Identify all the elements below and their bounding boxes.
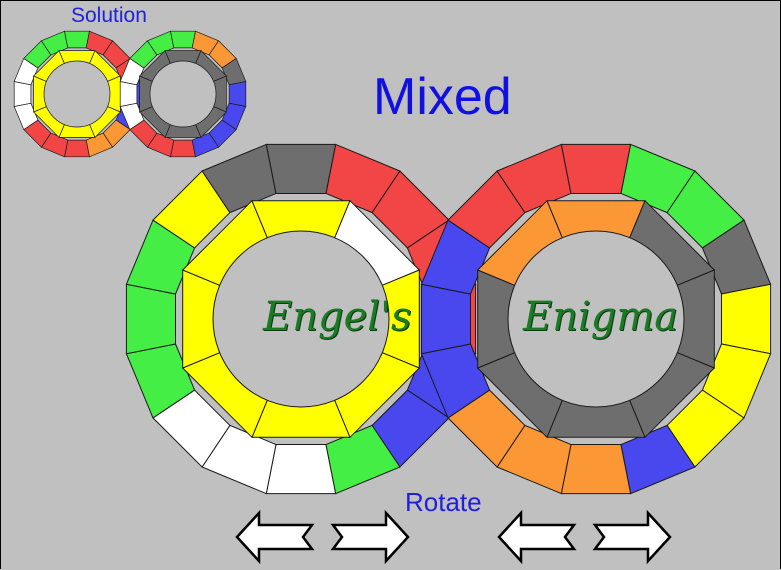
main-puzzle xyxy=(125,143,772,495)
solution-label: Solution xyxy=(71,4,147,27)
solution-left-outer-piece xyxy=(85,132,114,158)
solution-left-outer-piece xyxy=(64,139,90,158)
rotate-left-ccw-arrow-button[interactable] xyxy=(235,509,315,565)
rotate-right-cw-arrow-button[interactable] xyxy=(592,509,672,565)
rotate-label: Rotate xyxy=(405,487,482,517)
solution-right-outer-piece xyxy=(191,132,220,158)
puzzle-right-outer-piece xyxy=(560,143,632,194)
puzzle-right-center xyxy=(507,230,685,408)
solution-puzzle xyxy=(13,30,247,158)
solution-right-outer-piece xyxy=(119,81,138,107)
puzzle-left-outer-piece xyxy=(265,143,337,194)
status-title: Mixed xyxy=(373,68,512,126)
rotate-right-ccw-arrow-button[interactable] xyxy=(497,509,577,565)
solution-left-outer-piece xyxy=(13,81,32,107)
puzzle-right-outer-piece xyxy=(420,283,471,355)
rotate-left-cw-arrow-button[interactable] xyxy=(330,509,410,565)
solution-right-outer-piece xyxy=(170,139,196,158)
puzzle-left-outer-piece xyxy=(265,444,337,495)
solution-right-outer-piece xyxy=(170,30,196,49)
solution-right-outer-piece xyxy=(228,81,247,107)
puzzle-left-outer-piece xyxy=(125,283,176,355)
logo-enigma: Enigma xyxy=(523,294,679,340)
puzzle-right-outer-piece xyxy=(620,424,696,495)
puzzle-right-outer-piece xyxy=(560,444,632,495)
solution-right-center xyxy=(149,60,217,128)
puzzle-left-center xyxy=(212,230,390,408)
logo-engels: Engel's xyxy=(263,294,412,340)
puzzle-left-outer-piece xyxy=(325,424,401,495)
solution-left-outer-piece xyxy=(64,30,90,49)
puzzle-right-outer-piece xyxy=(721,283,772,355)
solution-left-center xyxy=(43,60,111,128)
